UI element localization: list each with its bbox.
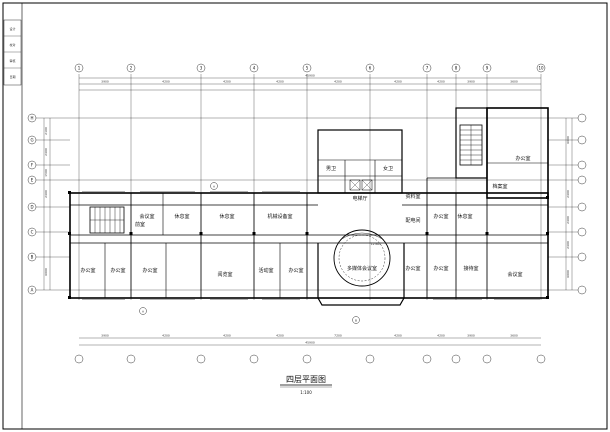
dimension-label: 3900: [467, 80, 475, 84]
dimension-label: 3900: [467, 334, 475, 338]
building-walls: [69, 107, 549, 306]
section-marker-label: A: [213, 185, 216, 189]
windows: [82, 191, 540, 300]
dimension-label: 1500: [44, 169, 48, 177]
dimension-label: 2400: [566, 190, 570, 198]
dimension-label: 7200: [334, 334, 342, 338]
room-label: 阅览室: [217, 271, 232, 278]
section-markers: [139, 182, 360, 324]
grid-axis-label: B: [31, 255, 34, 260]
dimension-label: 4200: [437, 80, 445, 84]
dimension-label: 4200: [162, 334, 170, 338]
room-label: 办公室: [405, 265, 420, 272]
dimension-label: 2400: [44, 148, 48, 156]
dimension-label: 4200: [223, 334, 231, 338]
left-stair: [89, 206, 125, 234]
room-label: 配电间: [405, 217, 420, 224]
room-label: 资料室: [405, 193, 420, 200]
room-label: 机械设备室: [267, 213, 292, 220]
drawing-title: 四层平面图: [286, 375, 326, 384]
room-label: 办公室: [110, 267, 125, 274]
section-marker-label: B: [355, 319, 357, 323]
bottom-grid-axes: [74, 354, 546, 364]
grid-axis-label: 4: [253, 66, 256, 71]
dimension-lines-bottom: [79, 337, 541, 346]
room-label: 电梯厅: [352, 195, 367, 202]
drawing-title-block: 四层平面图 1:100: [280, 375, 332, 395]
grid-axis-label: F: [31, 163, 34, 168]
title-block: 设计 校对 审核 日期: [3, 3, 23, 429]
title-block-cell: 设计: [9, 26, 15, 31]
elevation-label: 12.600: [371, 242, 382, 246]
grid-axis-label: G: [30, 138, 33, 143]
grid-axis-label: 9: [486, 66, 489, 71]
room-label: 休息室: [457, 213, 472, 220]
dimension-label: 6000: [566, 270, 570, 278]
dimension-label: 4200: [394, 80, 402, 84]
room-label: 接待室: [463, 265, 478, 272]
room-label: 办公室: [433, 213, 448, 220]
dimension-label: 4200: [223, 80, 231, 84]
room-label: 女卫: [383, 165, 393, 172]
room-label: 办公室: [433, 265, 448, 272]
room-label: 男卫: [326, 166, 336, 172]
dimension-label: 3900: [101, 334, 109, 338]
room-label: 多媒体会议室: [347, 265, 377, 272]
auditorium-circle: [333, 229, 391, 287]
room-label: 办公室: [80, 267, 95, 274]
right-stair: [459, 124, 483, 166]
room-label: 活动室: [258, 267, 273, 274]
grid-axis-label: E: [31, 178, 34, 183]
grid-axis-label: 1: [78, 66, 81, 71]
room-label: 前室: [135, 221, 145, 228]
title-block-cell: 审核: [9, 58, 15, 63]
dimension-label: 4200: [276, 80, 284, 84]
drawing-scale: 1:100: [300, 390, 312, 395]
grid-axis-label: A: [31, 288, 34, 293]
dimension-label: 3900: [101, 80, 109, 84]
dimension-label: 4200: [162, 80, 170, 84]
columns: [68, 191, 549, 299]
top-grid-axes: [74, 63, 546, 73]
grid-axis-label: C: [31, 230, 34, 235]
dimension-label: 3600: [510, 334, 518, 338]
room-label: 会议室: [139, 213, 154, 220]
dimension-label: 45900: [305, 74, 315, 78]
dimension-label: 4200: [394, 334, 402, 338]
dimension-label: 6000: [44, 268, 48, 276]
grid-axis-label: D: [30, 205, 33, 210]
room-label: 档案室: [492, 183, 507, 190]
grid-axis-label: 10: [538, 66, 544, 71]
grid-axis-label: 8: [455, 66, 458, 71]
dimension-label: 2400: [566, 216, 570, 224]
grid-axis-label: H: [30, 116, 33, 121]
grid-axis-label: 6: [369, 66, 372, 71]
dimension-label: 4200: [437, 334, 445, 338]
section-marker-label: A: [142, 310, 145, 314]
dimension-label: 4200: [334, 80, 342, 84]
dimension-label: 3600: [510, 80, 518, 84]
room-label: 办公室: [288, 267, 303, 274]
room-label: 办公室: [142, 267, 157, 274]
grid-axis-label: 2: [130, 66, 133, 71]
grid-axis-label: 7: [426, 66, 429, 71]
dimension-label: 6600: [566, 136, 570, 144]
room-label: 休息室: [174, 213, 189, 220]
grid-axis-label: 3: [200, 66, 203, 71]
dimension-label: 45900: [305, 341, 315, 345]
dimension-label: 4200: [276, 334, 284, 338]
dimension-label: 2100: [44, 127, 48, 135]
grid-axis-label: 5: [306, 66, 309, 71]
dimension-label: 2400: [44, 190, 48, 198]
title-block-cell: 校对: [9, 42, 15, 47]
room-label: 休息室: [219, 213, 234, 220]
dimension-label: 2400: [566, 241, 570, 249]
title-block-cell: 日期: [9, 74, 15, 79]
right-grid-axes: [577, 113, 587, 295]
room-label: 办公室: [515, 155, 530, 162]
room-label: 会议室: [507, 271, 522, 278]
